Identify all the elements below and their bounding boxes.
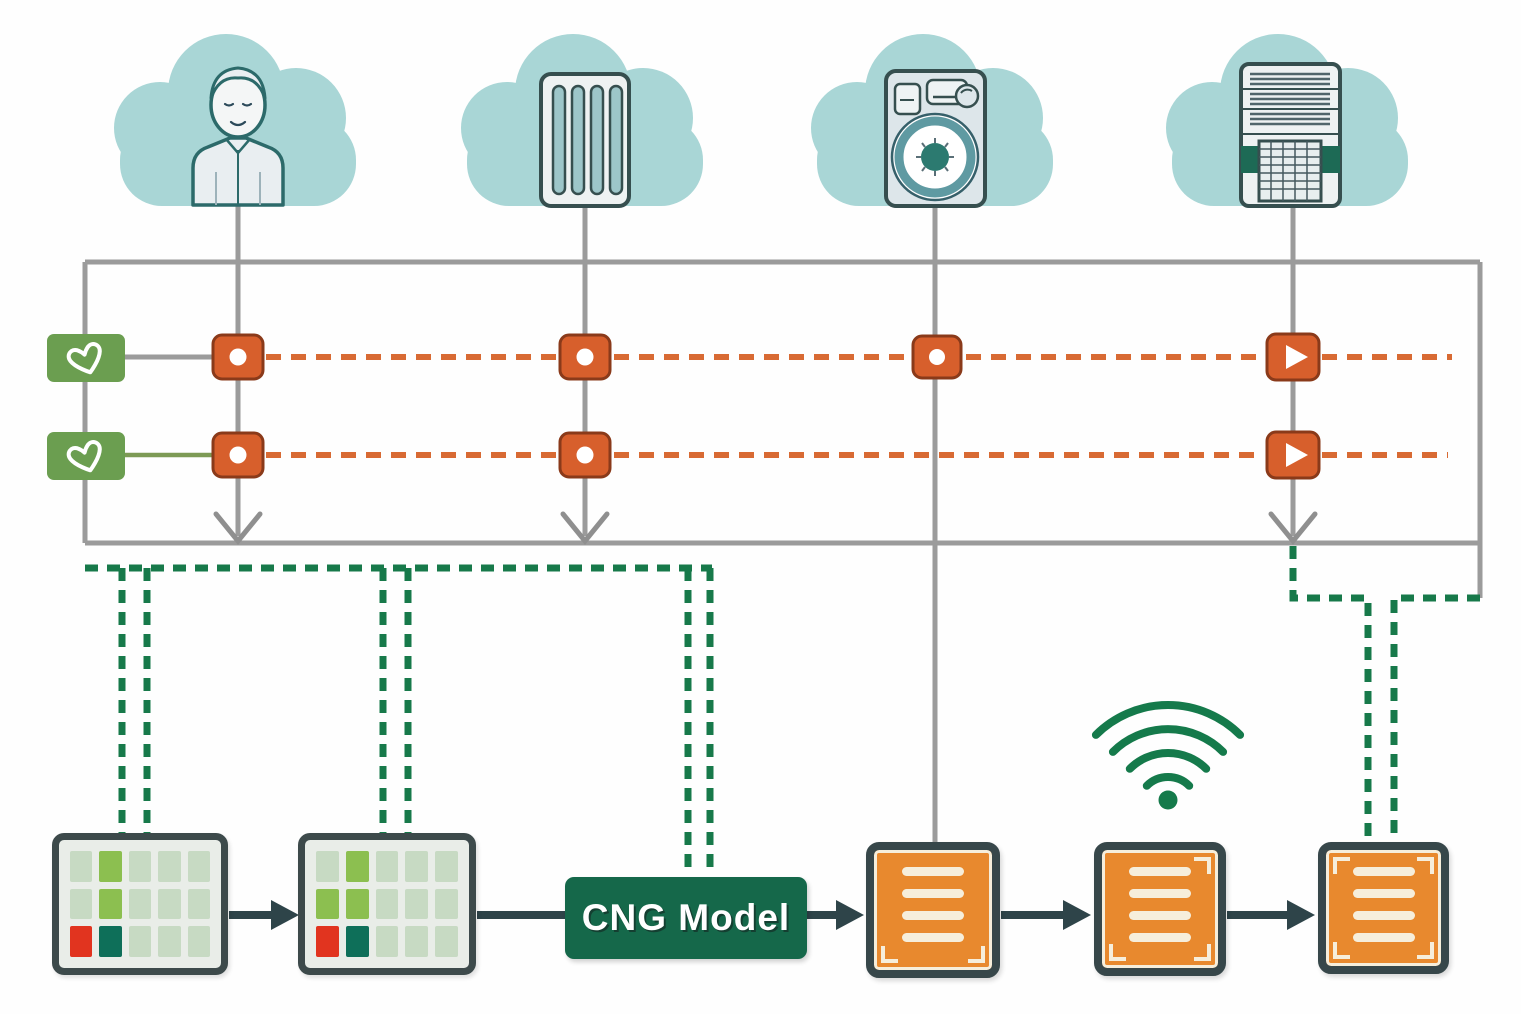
server-slats bbox=[1250, 72, 1330, 126]
heatmap-grid-2 bbox=[298, 833, 476, 975]
corner-bracket bbox=[881, 946, 898, 963]
grid-cell-green bbox=[345, 888, 369, 920]
corner-bracket bbox=[1194, 857, 1211, 874]
grid-cell-red bbox=[316, 926, 339, 957]
play-nodes bbox=[1265, 332, 1321, 480]
grid-cell-light bbox=[405, 888, 429, 920]
grid-cell-light bbox=[158, 926, 181, 957]
grid-cell-light bbox=[70, 851, 93, 882]
corner-bracket bbox=[1109, 944, 1126, 961]
grid-cell-light bbox=[158, 888, 181, 920]
washing-machine-icon bbox=[884, 69, 987, 208]
heart-icon bbox=[66, 440, 102, 473]
dot-node bbox=[558, 333, 612, 381]
arrowhead-right bbox=[271, 900, 299, 930]
heatmap-grid-1 bbox=[52, 833, 228, 975]
arrowhead-down bbox=[1268, 511, 1318, 545]
grid-cell-light bbox=[128, 888, 152, 920]
grid-cell-light bbox=[128, 926, 152, 957]
grid-cell-green bbox=[345, 851, 369, 882]
green-route-to-doc3-right bbox=[1390, 594, 1480, 841]
document-text-lines bbox=[1326, 867, 1441, 942]
corner-bracket bbox=[1333, 857, 1350, 874]
gray-arrowheads bbox=[213, 511, 1318, 545]
arrowhead-down bbox=[213, 511, 263, 545]
grid-cell-light bbox=[405, 926, 429, 957]
dot-nodes bbox=[211, 333, 963, 479]
cng-model-label: CNG Model bbox=[581, 897, 791, 938]
arrowhead-down bbox=[560, 511, 610, 545]
grid-cell-teal bbox=[345, 926, 369, 957]
grid-cell-light bbox=[70, 888, 93, 920]
document-node-3 bbox=[1318, 842, 1449, 974]
wifi-icon bbox=[1091, 701, 1245, 810]
grid-cell-light bbox=[158, 851, 181, 882]
green-route-to-doc3-left bbox=[1289, 546, 1372, 841]
dot-node bbox=[911, 334, 963, 380]
cng-model-box: CNG Model bbox=[565, 877, 807, 959]
grid-cell-green bbox=[316, 888, 339, 920]
arrowhead-right bbox=[1287, 900, 1315, 930]
grid-cell-green bbox=[99, 888, 122, 920]
document-text-lines bbox=[874, 867, 992, 942]
server-unit-icon bbox=[1239, 62, 1342, 208]
corner-bracket bbox=[1417, 857, 1434, 874]
grille-lines bbox=[1259, 141, 1321, 201]
grid-cell-light bbox=[187, 888, 210, 920]
arrowhead-right bbox=[836, 900, 864, 930]
grid-cell-light bbox=[316, 851, 339, 882]
corner-bracket bbox=[1194, 944, 1211, 961]
heart-tag-node-2 bbox=[47, 432, 125, 480]
flow-arrows bbox=[229, 900, 1315, 930]
grid-cell-green bbox=[99, 851, 122, 882]
grid-cell-light bbox=[187, 851, 210, 882]
grid-cell-light bbox=[375, 926, 399, 957]
play-node bbox=[1265, 430, 1321, 480]
corner-bracket bbox=[968, 946, 985, 963]
corner-bracket bbox=[1417, 942, 1434, 959]
green-dashed-routes bbox=[85, 546, 1480, 876]
play-icon bbox=[1286, 345, 1308, 369]
dot-node bbox=[558, 431, 612, 479]
play-node bbox=[1265, 332, 1321, 382]
grid-cell-light bbox=[128, 851, 152, 882]
document-node-1 bbox=[866, 842, 1000, 978]
play-icon bbox=[1286, 443, 1308, 467]
arrowhead-right bbox=[1063, 900, 1091, 930]
grid-cell-light bbox=[375, 851, 399, 882]
corner-bracket bbox=[1333, 942, 1350, 959]
dial-ticks bbox=[916, 138, 954, 176]
dot-node bbox=[211, 431, 265, 479]
grid-cell-red bbox=[70, 926, 93, 957]
grid-cell-light bbox=[405, 851, 429, 882]
document-text-lines bbox=[1102, 867, 1218, 942]
radiator-icon bbox=[539, 72, 631, 208]
grid-cell-light bbox=[435, 926, 458, 957]
document-node-2 bbox=[1094, 842, 1226, 976]
heart-icon bbox=[66, 342, 102, 375]
grid-cell-light bbox=[187, 926, 210, 957]
grid-cell-light bbox=[435, 888, 458, 920]
person-icon bbox=[191, 66, 285, 207]
orange-dashed-lines bbox=[266, 354, 1452, 458]
grid-cell-light bbox=[375, 888, 399, 920]
grid-cell-light bbox=[435, 851, 458, 882]
dot-node bbox=[211, 333, 265, 381]
heart-tag-node-1 bbox=[47, 334, 125, 382]
grid-cell-teal bbox=[99, 926, 122, 957]
gray-connectors bbox=[82, 190, 1483, 843]
